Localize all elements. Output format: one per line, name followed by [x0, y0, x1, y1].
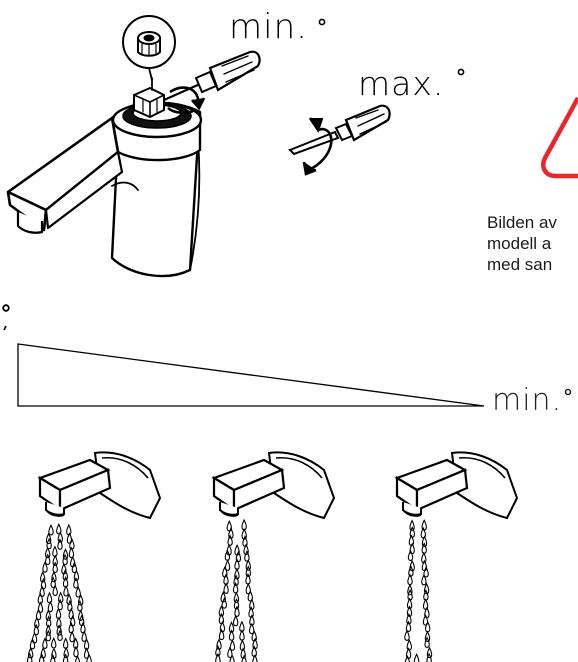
flow-level-wedge — [17, 343, 485, 407]
warning-text-line-2: modell a — [487, 234, 552, 253]
water-drop-icon — [404, 630, 410, 641]
water-drop-icon — [50, 637, 57, 649]
water-drop-icon — [233, 592, 240, 604]
rotation-arrow-icon — [167, 86, 206, 115]
cartridge-icon — [122, 15, 176, 81]
water-drop-icon — [75, 586, 82, 598]
water-stream-medium — [215, 519, 258, 662]
water-drop-icon — [239, 639, 246, 651]
water-drop-icon — [86, 654, 92, 662]
water-drop-icon — [52, 546, 58, 557]
warning-text-line-3: med san — [487, 255, 553, 274]
water-drop-icon — [408, 565, 414, 577]
water-drop-icon — [65, 524, 72, 536]
screwdriver-icon — [162, 50, 261, 102]
rotation-arrow-icon — [302, 117, 333, 176]
water-drop-icon — [69, 631, 75, 643]
water-stream-max — [26, 523, 92, 662]
water-drop-icon — [44, 547, 51, 559]
water-drop-icon — [404, 655, 411, 662]
faucet-icon — [395, 451, 519, 520]
water-drop-icon — [406, 639, 413, 651]
water-drop-icon — [63, 585, 69, 597]
water-drop-icon — [223, 583, 229, 594]
water-drop-icon — [52, 555, 59, 567]
water-drop-icon — [413, 653, 420, 662]
water-drop-icon — [62, 637, 69, 649]
warning-text-line-1: Bilden av — [487, 213, 557, 232]
water-drop-icon — [46, 592, 53, 604]
water-drop-icon — [38, 653, 45, 662]
water-drop-icon — [232, 615, 239, 627]
faucet-icon — [38, 451, 162, 520]
water-drop-icon — [221, 597, 228, 609]
min-label: min. — [229, 7, 308, 47]
water-drop-icon — [45, 630, 52, 642]
water-stream-min — [404, 519, 433, 662]
water-drop-icon — [229, 654, 235, 662]
water-drop-icon — [48, 524, 54, 536]
faucet-icon — [6, 77, 203, 278]
faucet-icon — [212, 451, 336, 520]
water-drop-icon — [245, 559, 252, 571]
screwdriver-icon — [288, 104, 391, 156]
max-label: max. — [358, 64, 445, 103]
min-flow-label: min. — [492, 383, 563, 418]
water-drop-icon — [47, 601, 54, 613]
warning-triangle-icon — [541, 96, 578, 179]
